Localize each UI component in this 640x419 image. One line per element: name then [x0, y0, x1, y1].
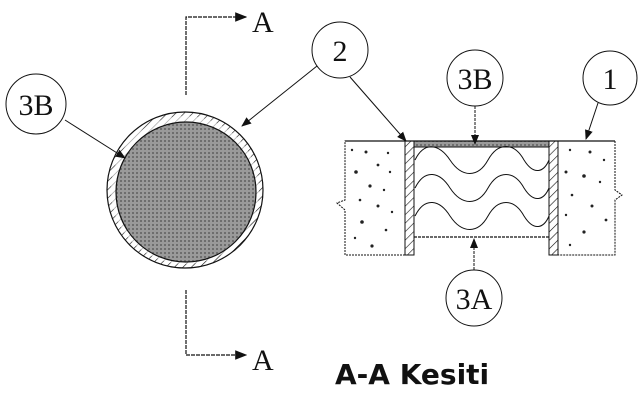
section-mark-top: A [252, 6, 274, 39]
pipe-wall-right [548, 140, 559, 256]
section-line-bottom: A [185, 290, 274, 377]
callout-3a: 3A [445, 238, 503, 327]
section-view [336, 140, 623, 256]
callout-3a-label: 3A [456, 283, 493, 316]
section-line-top: A [185, 6, 274, 95]
concrete-right [557, 140, 623, 256]
plan-view-circle [106, 111, 264, 269]
callout-3b-right: 3B [446, 49, 504, 145]
callout-2: 2 [241, 21, 407, 142]
callout-1-label: 1 [603, 63, 618, 96]
top-cover-layer [413, 140, 550, 148]
concrete-aggregate [350, 148, 608, 248]
callout-3b-left-label: 3B [18, 89, 53, 122]
callout-1: 1 [582, 50, 638, 140]
wave-filling [414, 146, 550, 230]
section-title: A-A Kesiti [335, 358, 489, 391]
concrete-left [336, 140, 406, 256]
callout-3b-right-label: 3B [457, 63, 492, 96]
callout-3b-left: 3B [5, 73, 126, 159]
callout-2-label: 2 [333, 35, 348, 68]
section-mark-bottom: A [252, 344, 274, 377]
pipe-wall-left [404, 140, 415, 256]
